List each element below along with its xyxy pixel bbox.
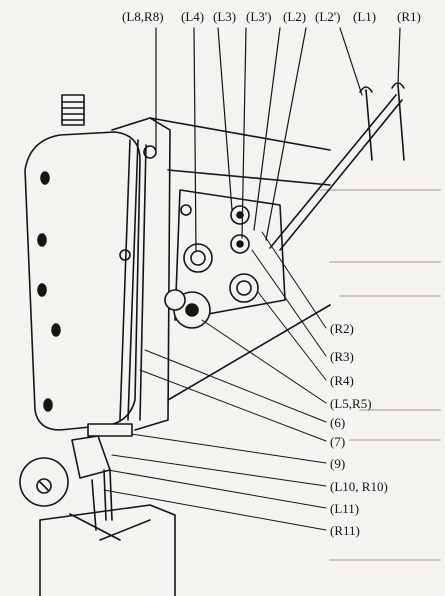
- label-l4: (L4): [181, 9, 205, 24]
- label-6: (6): [330, 415, 346, 430]
- top-label-row: (L8,R8) (L4) (L3) (L3') (L2) (L2') (L1) …: [0, 0, 445, 30]
- label-l3-prime: (L3'): [246, 9, 272, 24]
- leader-lines: [103, 231, 327, 531]
- tension-assemblies: [164, 204, 259, 329]
- label-l11: (L11): [330, 501, 360, 516]
- label-l10-r10: (L10, R10): [330, 479, 388, 494]
- label-7: (7): [330, 434, 346, 449]
- label-r4: (R4): [330, 373, 354, 388]
- thread-stand: [269, 82, 405, 251]
- label-r1: (R1): [397, 9, 421, 24]
- label-9: (9): [330, 456, 346, 471]
- label-r11: (R11): [330, 523, 360, 538]
- machine-bed: [39, 504, 176, 596]
- thread-lines: [155, 27, 401, 251]
- label-l2: (L2): [283, 9, 307, 24]
- label-l5-r5: (L5,R5): [330, 396, 372, 411]
- label-l8-r8: (L8,R8): [122, 9, 164, 24]
- label-r3: (R3): [330, 349, 354, 364]
- machine-head: [24, 94, 331, 431]
- label-r2: (R2): [330, 321, 354, 336]
- background-smudges: [319, 189, 441, 561]
- thread-guides: [119, 139, 157, 421]
- label-l1: (L1): [353, 9, 377, 24]
- hand-wheel: [19, 457, 69, 507]
- label-l3: (L3): [213, 9, 237, 24]
- label-l2-prime: (L2'): [315, 9, 341, 24]
